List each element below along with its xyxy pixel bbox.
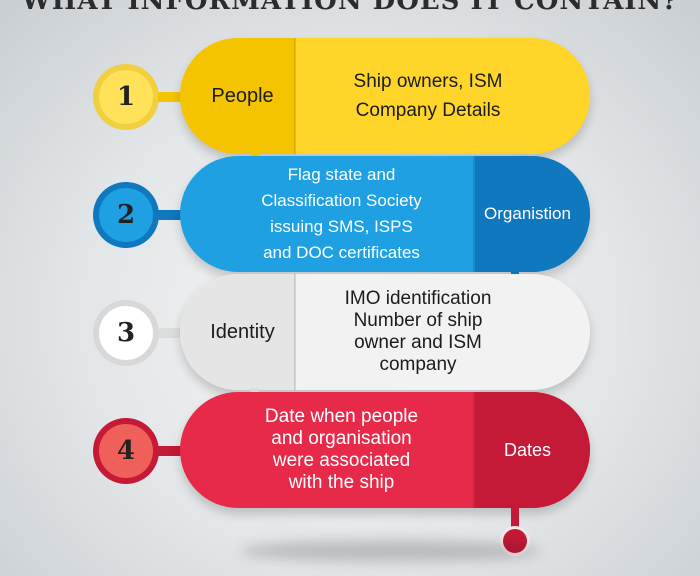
step-3-desc-line: IMO identification xyxy=(344,288,492,309)
step-1-connector xyxy=(158,92,184,102)
step-3-pill: Identity IMO identification Number of sh… xyxy=(180,274,590,390)
step-3-description: IMO identification Number of ship owner … xyxy=(296,274,590,390)
step-3-label: Identity xyxy=(180,274,295,390)
step-1-number: 1 xyxy=(99,70,153,124)
step-4-dot xyxy=(500,526,530,556)
step-2-desc-line: Classification Society xyxy=(261,191,422,210)
step-2-connector xyxy=(158,210,184,220)
step-4-desc-line: and organisation xyxy=(271,428,412,449)
step-2-label: Organistion xyxy=(475,156,590,272)
step-2-pill: Flag state and Classification Society is… xyxy=(180,156,590,272)
step-3-desc-line: owner and ISM xyxy=(354,332,482,353)
infographic-title: WHAT INFORMATION DOES IT CONTAIN? xyxy=(21,0,679,16)
step-2-desc-line: issuing SMS, ISPS xyxy=(270,217,413,236)
step-4-description: Date when people and organisation were a… xyxy=(180,392,473,508)
step-1-label: People xyxy=(180,38,295,154)
step-3-connector xyxy=(158,328,184,338)
step-4-desc-line: with the ship xyxy=(288,472,395,493)
step-4-label: Dates xyxy=(475,392,590,508)
step-3-desc-line: company xyxy=(379,354,457,375)
step-4-connector xyxy=(158,446,184,456)
step-1-desc-line: Company Details xyxy=(355,100,501,121)
step-2-desc-line: Flag state and xyxy=(287,165,396,184)
step-4-stem xyxy=(511,506,519,536)
step-4-desc-line: were associated xyxy=(272,450,411,471)
step-3-desc-line: Number of ship xyxy=(353,310,483,331)
step-4-desc-line: Date when people xyxy=(264,406,419,427)
step-4-pill: Date when people and organisation were a… xyxy=(180,392,590,508)
step-4-number: 4 xyxy=(99,424,153,478)
step-1-pill: People Ship owners, ISM Company Details xyxy=(180,38,590,154)
step-1-desc-line: Ship owners, ISM xyxy=(353,71,503,92)
step-1-description: Ship owners, ISM Company Details xyxy=(296,38,590,154)
step-2-description: Flag state and Classification Society is… xyxy=(180,156,473,272)
step-2-desc-line: and DOC certificates xyxy=(263,243,420,262)
step-2-number: 2 xyxy=(99,188,153,242)
base-shadow xyxy=(240,540,540,562)
step-3-number: 3 xyxy=(99,306,153,360)
